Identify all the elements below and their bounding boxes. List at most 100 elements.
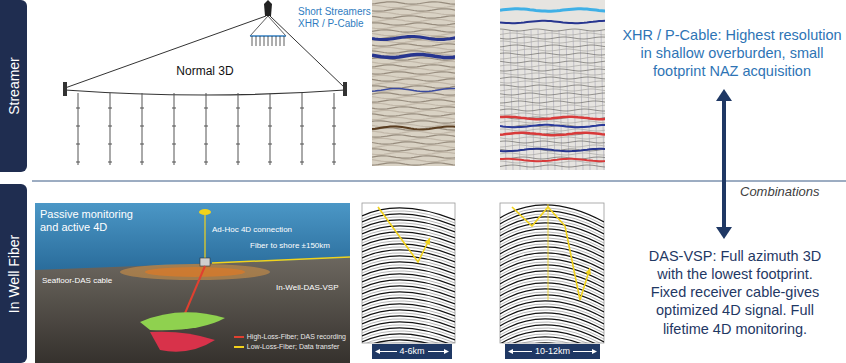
paravane	[343, 82, 347, 96]
seismic-trace	[372, 86, 455, 88]
seismic-trace	[500, 113, 605, 115]
short-streamer	[276, 36, 277, 46]
seafloor-cable-area	[145, 267, 245, 277]
section-title: Streamer	[6, 57, 22, 115]
seismic-trace	[372, 135, 455, 137]
legend-item: Low-Loss-Fiber; Data transfer	[234, 342, 346, 352]
seismic-trace	[372, 117, 455, 119]
fiber-to-shore	[212, 257, 350, 263]
legend-line-sample	[234, 346, 244, 348]
seismic-trace	[500, 101, 605, 103]
seismic-trace	[500, 49, 605, 51]
distance-label: 10-12km	[532, 346, 573, 357]
streamer-tick	[236, 162, 240, 163]
streamer	[334, 93, 335, 165]
streamer-tick	[332, 162, 336, 163]
seismic-trace	[372, 159, 455, 161]
seismic-reflector	[500, 9, 605, 11]
streamer-tick	[332, 126, 336, 127]
legend-line-sample	[234, 336, 244, 338]
section-band: In Well Fiber	[0, 184, 27, 363]
seismic-trace	[500, 141, 605, 143]
illustration-part	[500, 203, 604, 343]
illustration-part	[372, 0, 455, 166]
vsp-panel	[362, 203, 455, 363]
distance-bar	[372, 344, 452, 359]
seismic-trace	[500, 145, 605, 147]
seismic-trace	[372, 47, 455, 49]
seismic-trace	[500, 77, 605, 79]
streamers	[76, 93, 336, 165]
streamer-tick	[76, 144, 80, 145]
seismic-trace	[500, 65, 605, 67]
seismic-trace	[372, 138, 455, 140]
edge-label: Combinations	[738, 184, 822, 199]
streamer-tick	[300, 162, 304, 163]
seismic-trace	[500, 53, 605, 55]
streamer-tick	[140, 144, 144, 145]
reservoir	[140, 312, 225, 330]
seismic-section	[372, 0, 456, 166]
seismic-reflector	[500, 125, 605, 127]
vsp-event	[500, 340, 604, 343]
legend-text: Low-Loss-Fiber; Data transfer	[247, 343, 340, 350]
seismic-trace	[372, 121, 455, 123]
seismic-reflector	[500, 149, 605, 151]
callout-label: Ad-Hoc 4D connection	[212, 225, 292, 235]
illustration-part	[500, 9, 605, 170]
panel-caption: Passive monitoring and active 4D	[40, 208, 152, 234]
arrow-head	[716, 227, 732, 239]
seismic-trace	[500, 29, 605, 31]
illustration-part	[268, 16, 286, 36]
streamer-tick	[300, 144, 304, 145]
seismic-trace	[372, 93, 455, 95]
streamer	[270, 93, 271, 165]
illustration-part	[500, 204, 604, 343]
streamer-tick	[172, 144, 176, 145]
seismic-trace	[372, 61, 455, 63]
buoy	[199, 209, 211, 215]
vessel	[264, 0, 272, 16]
description-box: DAS-VSP: Full azimuth 3D with the lowest…	[637, 245, 833, 340]
seismic-trace	[500, 81, 605, 83]
callout-label: Seafloor-DAS cable	[42, 276, 112, 286]
seismic-trace	[372, 152, 455, 154]
seismic-trace	[500, 153, 605, 155]
arrow-shaft	[722, 99, 726, 230]
seismic-trace	[500, 125, 605, 127]
streamer	[78, 93, 79, 165]
seismic-trace	[372, 26, 455, 28]
streamer-tick	[108, 126, 112, 127]
seismic-reflector	[372, 37, 455, 40]
streamer-tick	[140, 162, 144, 163]
seismic-trace	[372, 19, 455, 21]
legend-text: High-Loss-Fiber; DAS recording	[247, 333, 346, 340]
seismic-trace	[500, 129, 605, 131]
seismic-trace	[372, 23, 455, 25]
streamer-tick	[268, 108, 272, 109]
spread-rope	[65, 90, 345, 95]
vsp-panel	[500, 203, 604, 363]
streamer-tick	[300, 108, 304, 109]
seismic-trace	[500, 33, 605, 35]
illustration-part	[362, 203, 455, 343]
legend: High-Loss-Fiber; DAS recordingLow-Loss-F…	[234, 332, 346, 352]
ray-path	[378, 207, 430, 262]
short-streamer	[284, 36, 285, 46]
seismic-trace	[372, 114, 455, 116]
streamer	[142, 93, 143, 165]
streamer	[110, 93, 111, 165]
seismic-trace	[372, 89, 455, 91]
streamer-tick	[204, 126, 208, 127]
streamer-tick	[76, 162, 80, 163]
streamer-tick	[268, 144, 272, 145]
section-band: Streamer	[0, 0, 27, 172]
callout-label: In-Well-DAS-VSP	[276, 283, 339, 293]
arrow-head	[425, 238, 431, 245]
seismic-trace	[372, 65, 455, 67]
illustration-part	[592, 349, 597, 354]
streamer-tick	[236, 108, 240, 109]
streamer	[238, 93, 239, 165]
seismic-trace	[500, 137, 605, 139]
